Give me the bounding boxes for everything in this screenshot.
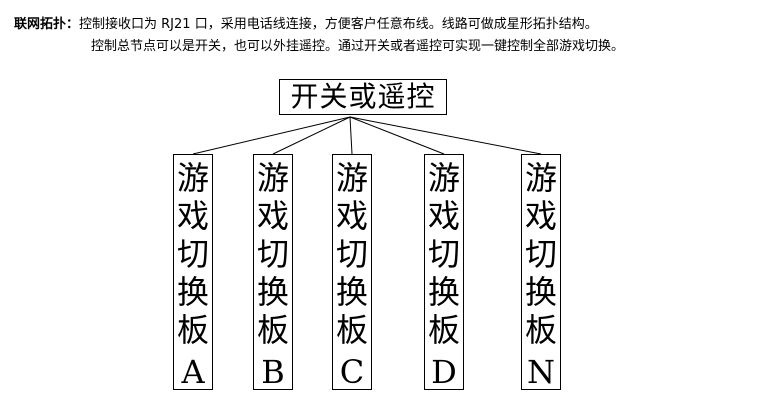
- leaf-node-letter: C: [339, 353, 365, 391]
- connector-line-a: [192, 116, 351, 155]
- leaf-node-label: 游戏切换板: [176, 159, 209, 349]
- connector-line-b: [272, 116, 351, 155]
- leaf-node-a: 游戏切换板 A: [173, 154, 213, 390]
- leaf-node-n: 游戏切换板 N: [521, 154, 561, 390]
- intro-line-1: 联网拓扑：控制接收口为 RJ21 口，采用电话线连接，方便客户任意布线。线路可做…: [14, 14, 624, 36]
- intro-line-2: 控制总节点可以是开关，也可以外挂遥控。通过开关或者遥控可实现一键控制全部游戏切换…: [91, 39, 625, 54]
- connector-line-n: [349, 116, 542, 155]
- leaf-node-b: 游戏切换板 B: [253, 154, 293, 390]
- connector-line-d: [349, 116, 445, 155]
- leaf-node-letter: N: [527, 353, 555, 391]
- intro-text: 联网拓扑：控制接收口为 RJ21 口，采用电话线连接，方便客户任意布线。线路可做…: [14, 14, 624, 58]
- leaf-node-label: 游戏切换板: [427, 159, 460, 349]
- leaf-node-label: 游戏切换板: [524, 159, 557, 349]
- leaf-node-label: 游戏切换板: [335, 159, 368, 349]
- intro-line-1-text: 控制接收口为 RJ21 口，采用电话线连接，方便客户任意布线。线路可做成星形拓扑…: [79, 17, 598, 32]
- leaf-node-letter: D: [431, 353, 457, 391]
- leaf-node-label: 游戏切换板: [256, 159, 289, 349]
- leaf-node-letter: B: [261, 353, 285, 391]
- intro-label: 联网拓扑：: [14, 17, 80, 32]
- leaf-node-letter: A: [181, 353, 205, 391]
- leaf-node-c: 游戏切换板 C: [332, 154, 372, 390]
- leaf-node-d: 游戏切换板 D: [424, 154, 464, 390]
- connector-line-c: [349, 116, 353, 155]
- root-node-switch-or-remote: 开关或遥控: [279, 79, 447, 115]
